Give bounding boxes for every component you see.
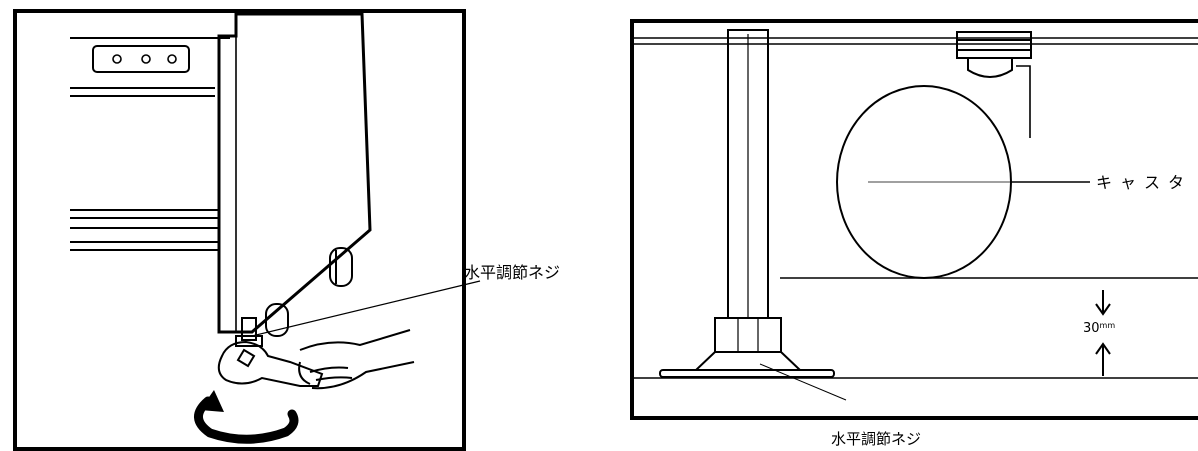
control-panel — [92, 45, 190, 73]
machine-underside — [634, 37, 1198, 45]
left-leader-line — [251, 280, 481, 337]
right-adjust-screw-label: 水平調節ネジ — [831, 430, 921, 448]
panel-button-3 — [167, 54, 177, 64]
left-adjust-screw-label: 水平調節ネジ — [464, 263, 560, 282]
panel-button-1 — [112, 54, 122, 64]
wrench-and-hand — [217, 329, 415, 390]
panel-button-2 — [141, 54, 151, 64]
caster-wheel — [836, 31, 1090, 279]
right-panel-frame — [630, 19, 1198, 420]
left-panel-frame — [13, 9, 466, 451]
left-panel: 水平調節ネジ — [13, 9, 560, 451]
dimension-value: 30 — [1083, 321, 1100, 336]
dimension-unit: mm — [1100, 321, 1116, 330]
dimension-label: 30mm — [1083, 321, 1115, 336]
dimension-lines — [634, 277, 1198, 379]
right-panel: キャスタ 30mm 水平調節ネジ — [630, 19, 1198, 448]
rear-caster — [329, 247, 353, 287]
rotation-arrow-icon — [194, 390, 299, 444]
leveling-leg — [659, 29, 835, 378]
dimension-arrows — [1095, 290, 1111, 376]
front-foot — [235, 303, 289, 347]
right-leader-line — [759, 363, 847, 401]
machine-body — [70, 12, 372, 334]
caster-label: キャスタ — [1096, 173, 1192, 192]
